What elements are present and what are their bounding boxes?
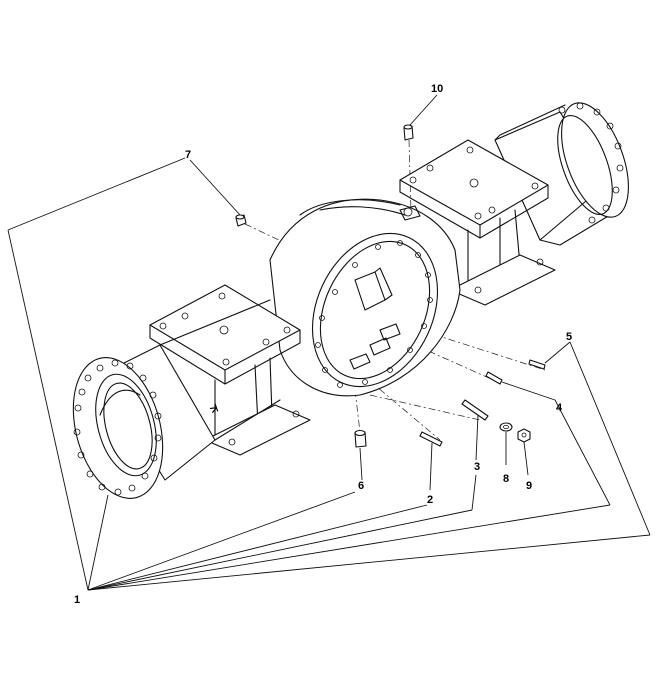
left-spring-pad <box>149 284 311 456</box>
part-7-plug <box>235 214 247 227</box>
part-8-washer <box>499 422 513 432</box>
callout-7: 7 <box>185 149 191 161</box>
right-axle-tube <box>494 102 629 246</box>
callout-3: 3 <box>474 461 480 473</box>
part-2-pin <box>419 431 443 447</box>
part-9-nut <box>517 428 531 443</box>
part-3-stud <box>461 399 489 421</box>
part-10-breather <box>403 124 414 141</box>
callout-10: 10 <box>431 83 443 95</box>
part-4-stud <box>485 371 503 385</box>
right-flange-bolt-holes <box>558 102 624 224</box>
left-axle-tube <box>72 299 281 499</box>
leader-lines <box>7 94 651 591</box>
banjo-housing <box>269 198 461 397</box>
banjo-stud-holes <box>315 240 433 388</box>
callout-labels: 1 2 3 4 5 6 7 8 9 10 <box>74 83 572 606</box>
callout-8: 8 <box>503 473 509 485</box>
callout-6: 6 <box>358 480 364 492</box>
right-spring-pad <box>399 139 556 306</box>
left-flange-bolt-holes <box>73 359 162 496</box>
callout-2: 2 <box>427 494 433 506</box>
part-6-plug <box>354 429 367 448</box>
part-5-stud <box>528 359 546 370</box>
callout-1: 1 <box>74 594 80 606</box>
callout-4: 4 <box>556 402 563 414</box>
callout-9: 9 <box>526 480 532 492</box>
callout-5: 5 <box>566 331 572 343</box>
